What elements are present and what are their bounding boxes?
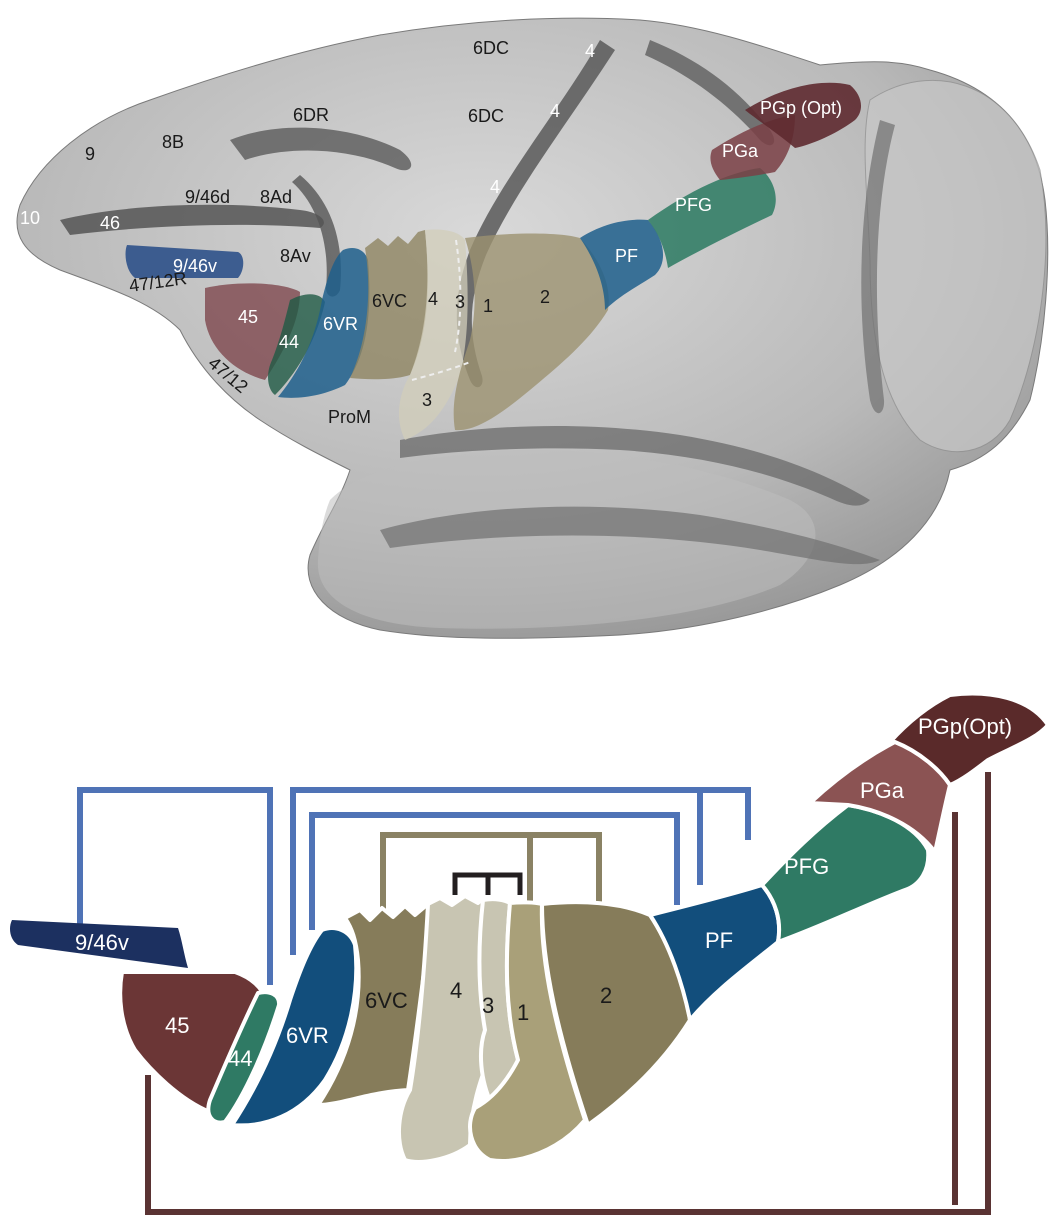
label-44: 44 — [279, 332, 299, 352]
area-946v-region — [125, 245, 244, 278]
arcuate-sulcus-upper — [230, 127, 412, 171]
schematic-label-946v: 9/46v — [75, 930, 129, 955]
intraparietal-sulcus — [645, 40, 775, 146]
schematic-label-PGa: PGa — [860, 778, 905, 803]
label-4-top: 4 — [585, 41, 595, 61]
temporal-lobe — [317, 449, 816, 629]
schematic-label-3: 3 — [482, 993, 494, 1018]
label-6DR: 6DR — [293, 105, 329, 125]
label-4-mid: 4 — [550, 101, 560, 121]
area-PF-region — [580, 219, 664, 310]
label-946d: 9/46d — [185, 187, 230, 207]
connection-6VR-to-PFG — [290, 787, 751, 955]
schematic-44 — [206, 990, 282, 1125]
label-PFG: PFG — [675, 195, 712, 215]
brain-areas — [125, 82, 862, 440]
label-6DC-lower: 6DC — [468, 106, 504, 126]
connection-946v-to-44 — [77, 787, 273, 985]
label-1: 1 — [483, 296, 493, 316]
area-PFG-region — [648, 168, 776, 268]
schematic-label-44: 44 — [228, 1046, 252, 1071]
label-6DC-upper: 6DC — [473, 38, 509, 58]
connection-lines — [77, 772, 991, 1215]
area-6VR-region — [278, 248, 370, 398]
label-4-central: 4 — [428, 289, 438, 309]
schematic-label-45: 45 — [165, 1013, 189, 1038]
label-3-central: 3 — [455, 292, 465, 312]
connection-45-to-PGp — [145, 772, 991, 1215]
schematic-label-group: 9/46v 45 44 6VR 6VC 4 3 1 2 PF PFG PGa P… — [75, 714, 1012, 1071]
label-8Ad: 8Ad — [260, 187, 292, 207]
area-44-region — [268, 294, 325, 395]
schematic-label-PFG: PFG — [784, 854, 829, 879]
label-10: 10 — [20, 208, 40, 228]
schematic-label-6VR: 6VR — [286, 1023, 329, 1048]
schematic-label-1: 1 — [517, 1000, 529, 1025]
schematic-PF — [648, 883, 782, 1022]
dashed-boundary-horizontal — [411, 361, 471, 381]
area-PGp-region — [745, 82, 862, 148]
area-1-2-region — [453, 233, 609, 431]
label-46: 46 — [100, 213, 120, 233]
label-4-low: 4 — [490, 177, 500, 197]
label-PF: PF — [615, 246, 638, 266]
label-ProM: ProM — [328, 407, 371, 427]
label-6VC: 6VC — [372, 291, 407, 311]
schematic-946v — [10, 920, 188, 968]
area-6VC-region — [350, 230, 428, 380]
label-2: 2 — [540, 287, 550, 307]
schematic-label-6VC: 6VC — [365, 988, 408, 1013]
schematic-PFG — [760, 803, 931, 944]
lateral-sulcus — [400, 425, 870, 506]
label-45: 45 — [238, 307, 258, 327]
principal-sulcus — [60, 204, 324, 235]
label-3-lower: 3 — [422, 390, 432, 410]
schematic-label-PF: PF — [705, 928, 733, 953]
label-8Av: 8Av — [280, 246, 311, 266]
connection-4-3-1 — [452, 872, 523, 895]
lunate-sulcus — [861, 120, 895, 414]
superior-temporal-sulcus — [380, 506, 880, 565]
label-PGa: PGa — [722, 141, 759, 161]
schematic-label-PGp: PGp(Opt) — [918, 714, 1012, 739]
label-9: 9 — [85, 144, 95, 164]
dashed-boundary-vertical — [454, 239, 462, 353]
schematic-areas — [10, 691, 1050, 1164]
label-946v: 9/46v — [173, 256, 217, 276]
arcuate-sulcus-lower — [292, 175, 341, 297]
label-8B: 8B — [162, 132, 184, 152]
schematic-2 — [540, 900, 692, 1127]
schematic-PGp — [888, 691, 1050, 787]
label-6VR: 6VR — [323, 314, 358, 334]
schematic-label-4: 4 — [450, 978, 462, 1003]
schematic-label-2: 2 — [600, 983, 612, 1008]
area-4-region — [398, 229, 468, 440]
connection-6VC-to-PF — [309, 812, 680, 930]
connection-6VC-to-2 — [380, 832, 602, 915]
label-PGp: PGp (Opt) — [760, 98, 842, 118]
